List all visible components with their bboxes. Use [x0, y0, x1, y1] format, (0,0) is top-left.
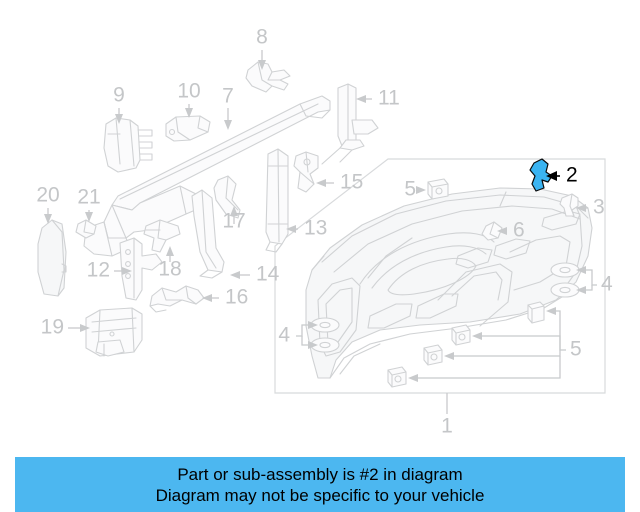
callout-label-13: 13	[304, 217, 327, 240]
callout-label-6: 6	[513, 219, 525, 242]
part-shape-12	[119, 237, 163, 301]
part-shape-9	[103, 117, 153, 173]
callout-label-5b: 5	[570, 338, 582, 361]
part-shape-13	[265, 148, 289, 253]
part-shape-18	[143, 219, 181, 253]
callout-label-2: 2	[566, 164, 578, 187]
callout-label-1: 1	[441, 415, 453, 438]
callout-label-16: 16	[225, 286, 248, 309]
part-shape-19	[85, 307, 143, 357]
fastener-icons	[310, 178, 580, 388]
parts-illustration: 1 2 3 4 4 5 5 6 7 8 9 10 11 12 13 14 15 …	[36, 26, 613, 438]
leader-lines	[44, 50, 597, 414]
footer-line-1: Part or sub-assembly is #2 in diagram	[177, 464, 463, 484]
part-shape-20	[37, 219, 67, 297]
callout-label-9: 9	[113, 84, 125, 107]
part-shape-10	[165, 115, 211, 142]
callout-label-20: 20	[36, 184, 59, 207]
callout-label-5a: 5	[404, 178, 416, 201]
callout-label-12: 12	[87, 259, 110, 282]
callout-labels: 1 2 3 4 4 5 5 6 7 8 9 10 11 12 13 14 15 …	[36, 26, 613, 438]
callout-label-4b: 4	[278, 324, 290, 347]
callout-label-19: 19	[41, 316, 64, 339]
callout-label-11: 11	[378, 87, 400, 110]
callout-label-15: 15	[340, 171, 363, 194]
fastener-4-left-pair	[310, 317, 340, 353]
footer-line-2: Diagram may not be specific to your vehi…	[155, 485, 485, 505]
fastener-5-group	[387, 301, 545, 388]
callout-label-17: 17	[222, 210, 245, 233]
part-shape-11	[321, 83, 379, 165]
instrument-panel-body	[305, 187, 593, 379]
highlighted-part-2[interactable]	[529, 158, 553, 192]
callout-label-4a: 4	[601, 273, 613, 296]
fastener-3	[559, 193, 579, 217]
part-shape-8	[245, 61, 291, 93]
callout-label-14: 14	[256, 263, 280, 286]
part-shape-21	[75, 219, 97, 239]
callout-label-10: 10	[177, 80, 200, 103]
callout-label-7: 7	[222, 85, 234, 108]
callout-label-18: 18	[158, 258, 181, 281]
footer-banner: Part or sub-assembly is #2 in diagram Di…	[15, 457, 625, 512]
callout-label-8: 8	[256, 26, 268, 49]
callout-label-21: 21	[77, 186, 100, 209]
callout-label-3: 3	[593, 196, 605, 219]
part-shape-14	[191, 189, 225, 279]
fastener-6	[481, 221, 503, 241]
part-shape-16	[149, 285, 205, 313]
part-shape-7	[83, 95, 331, 257]
fastener-5-top	[427, 178, 449, 200]
part-shape-15	[293, 151, 319, 193]
